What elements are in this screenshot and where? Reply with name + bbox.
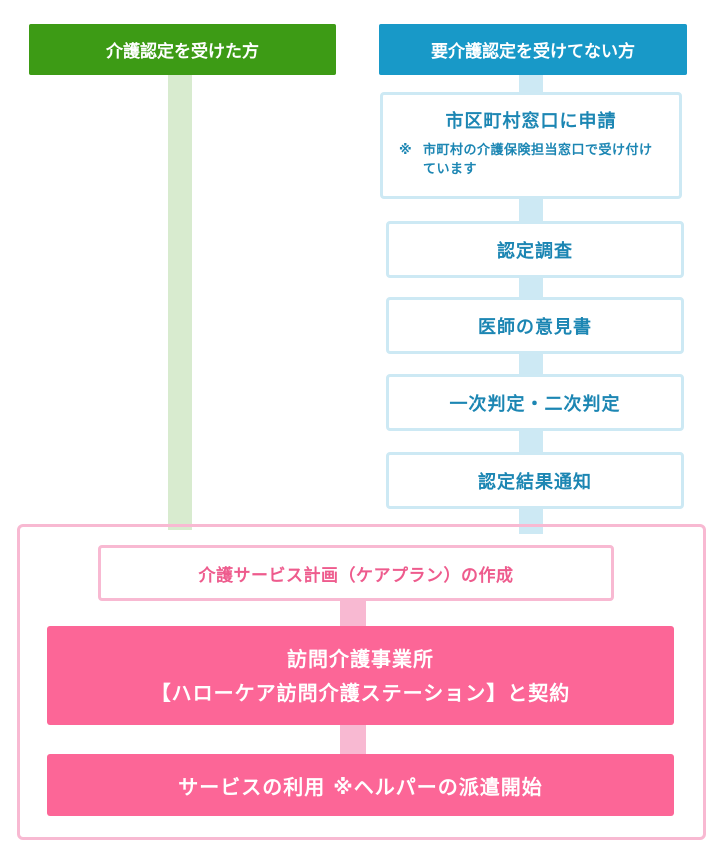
step-doctor-opinion: 医師の意見書 [386,297,684,354]
contract-line1: 訪問介護事業所 [287,646,434,671]
header-certified: 介護認定を受けた方 [29,24,336,75]
note-text: 市町村の介護保険担当窓口で受け付けています [423,143,653,177]
step-judgement: 一次判定・二次判定 [386,374,684,431]
step-apply: 市区町村窓口に申請 ※ 市町村の介護保険担当窓口で受け付けています [380,92,682,199]
connector-left [168,74,192,530]
contract-step: 訪問介護事業所 【ハローケア訪問介護ステーション】と契約 [47,626,674,725]
step-apply-title: 市区町村窓口に申請 [445,111,617,132]
step-survey: 認定調査 [386,221,684,278]
service-section-frame [17,524,706,840]
connector-plan-contract [340,598,366,628]
connector-contract-use [340,724,366,756]
contract-line2: 【ハローケア訪問介護ステーション】と契約 [150,680,571,705]
header-not-certified: 要介護認定を受けてない方 [379,24,687,75]
step-apply-note: ※ 市町村の介護保険担当窓口で受け付けています [399,141,663,179]
care-plan-step: 介護サービス計画（ケアプラン）の作成 [98,545,614,601]
step-notification: 認定結果通知 [386,452,684,509]
note-mark: ※ [399,143,413,158]
service-use-step: サービスの利用 ※ヘルパーの派遣開始 [47,754,674,816]
